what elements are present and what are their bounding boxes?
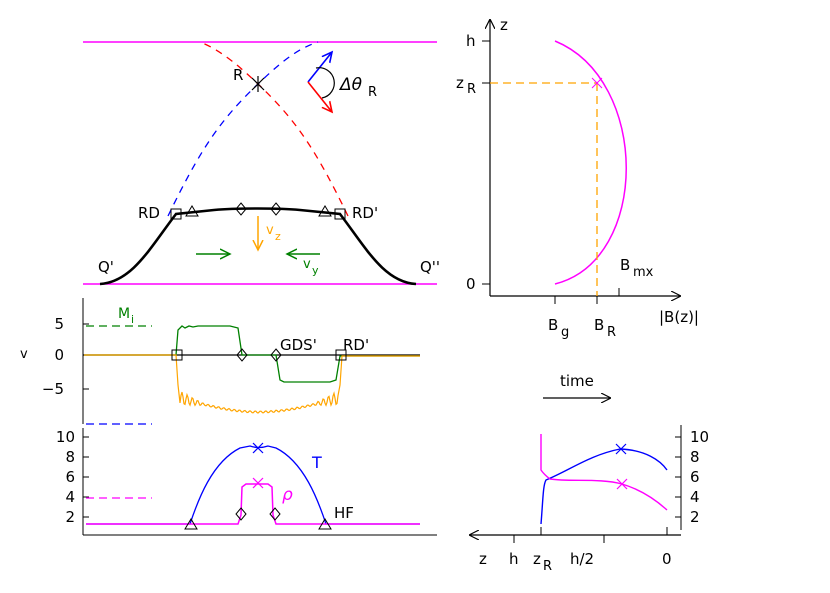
vel-tick-0: 0 — [54, 346, 64, 364]
marker-square-left — [170, 208, 182, 220]
label-delta-theta: Δθ — [338, 75, 363, 95]
time-panel: time 10 8 6 4 2 z h z R h/2 0 — [470, 372, 709, 574]
profile-label-h: h — [466, 32, 476, 50]
density-curve — [86, 483, 420, 525]
velocity-panel: 5 0 −5 v M i GDS' RD' — [20, 298, 420, 425]
time-tick-2: 2 — [690, 508, 700, 526]
temp-diamond-left — [235, 507, 247, 521]
profile-label-Bg-sub: g — [561, 325, 569, 340]
time-x-zR: z — [533, 550, 541, 568]
label-T: T — [311, 453, 322, 472]
marker-triangle-left — [185, 205, 199, 217]
profile-label-Bmx: B — [620, 256, 630, 274]
temp-tick-8: 8 — [65, 448, 75, 466]
temp-triangle-right — [318, 518, 332, 530]
label-R: R — [233, 66, 243, 84]
temp-tick-6: 6 — [65, 468, 75, 486]
profile-label-Bg: B — [548, 316, 558, 334]
label-RDp2: RD' — [343, 336, 369, 354]
profile-label-zR: z — [456, 74, 464, 92]
marker-triangle-right — [318, 205, 332, 217]
profile-label-Bmx-sub: mx — [633, 265, 654, 280]
temperature-panel: 10 8 6 4 2 T ρ HF — [56, 428, 437, 536]
b-profile-curve — [554, 40, 627, 285]
label-delta-theta-sub: R — [368, 85, 377, 100]
red-rotation-arrow — [307, 81, 332, 112]
time-density-curve — [540, 434, 668, 511]
label-vz-sub: z — [275, 230, 281, 243]
profile-label-z: z — [500, 16, 508, 34]
time-tick-8: 8 — [690, 448, 700, 466]
vel-tick-m5: −5 — [42, 380, 64, 398]
label-rho: ρ — [282, 485, 293, 505]
reconnection-point-marker — [251, 76, 265, 92]
vy-trace — [84, 325, 420, 383]
profile-label-xaxis: |B(z)| — [659, 308, 699, 326]
profile-label-zR-sub: R — [467, 82, 476, 97]
time-tick-4: 4 — [690, 488, 700, 506]
label-vy-sub: y — [312, 264, 319, 277]
label-Mi-sub: i — [131, 313, 134, 326]
temp-tick-2: 2 — [65, 508, 75, 526]
time-tick-6: 6 — [690, 468, 700, 486]
time-temp-marker — [615, 443, 627, 455]
vz-trace — [84, 354, 420, 414]
vel-tick-5: 5 — [54, 315, 64, 333]
rho-peak-marker — [252, 477, 264, 489]
vel-square-right — [335, 349, 347, 361]
marker-diamond-right — [270, 202, 282, 216]
time-x-zero: 0 — [662, 550, 672, 568]
temp-tick-4: 4 — [65, 488, 75, 506]
marker-square-right — [334, 208, 346, 220]
time-tick-10: 10 — [690, 428, 709, 446]
label-time: time — [560, 372, 594, 390]
vel-square-left — [171, 349, 183, 361]
profile-label-BR-sub: R — [607, 325, 616, 340]
field-profile-panel: z h z R 0 B g B R B mx |B(z)| — [456, 16, 699, 340]
time-x-h: h — [509, 550, 519, 568]
label-Qp: Q' — [98, 258, 114, 276]
temperature-curve — [86, 445, 420, 525]
marker-diamond-left — [235, 202, 247, 216]
vel-diamond-left — [236, 348, 248, 362]
temp-peak-marker — [252, 442, 264, 454]
red-dashed-curve — [199, 41, 349, 217]
label-GDSp: GDS' — [280, 336, 317, 354]
label-RDp: RD' — [352, 204, 378, 222]
profile-zR-marker — [591, 77, 603, 89]
time-temperature-curve — [540, 448, 668, 525]
temp-diamond-right — [269, 507, 281, 521]
label-Qpp: Q'' — [420, 258, 440, 276]
label-v-axis: v — [20, 347, 28, 362]
angle-arc — [315, 67, 335, 99]
time-x-z: z — [479, 550, 487, 568]
vel-diamond-right — [270, 348, 282, 362]
label-HF: HF — [334, 504, 354, 522]
time-x-zR-sub: R — [543, 559, 552, 574]
label-vz: v — [266, 223, 274, 238]
label-Mi: M — [118, 306, 130, 322]
time-x-h2: h/2 — [570, 550, 594, 568]
temp-tick-10: 10 — [56, 428, 75, 446]
blue-rotation-arrow — [307, 52, 332, 83]
blue-dashed-curve — [167, 41, 319, 217]
profile-label-zero: 0 — [466, 275, 476, 293]
label-vy: v — [303, 257, 311, 272]
temp-triangle-left — [184, 518, 198, 530]
flux-tube-profile — [99, 207, 417, 286]
time-rho-marker — [616, 478, 628, 490]
profile-label-BR: B — [594, 316, 604, 334]
geometry-panel: R Δθ R RD RD' Q' Q'' v z v y — [83, 41, 440, 286]
label-RD: RD — [138, 204, 160, 222]
